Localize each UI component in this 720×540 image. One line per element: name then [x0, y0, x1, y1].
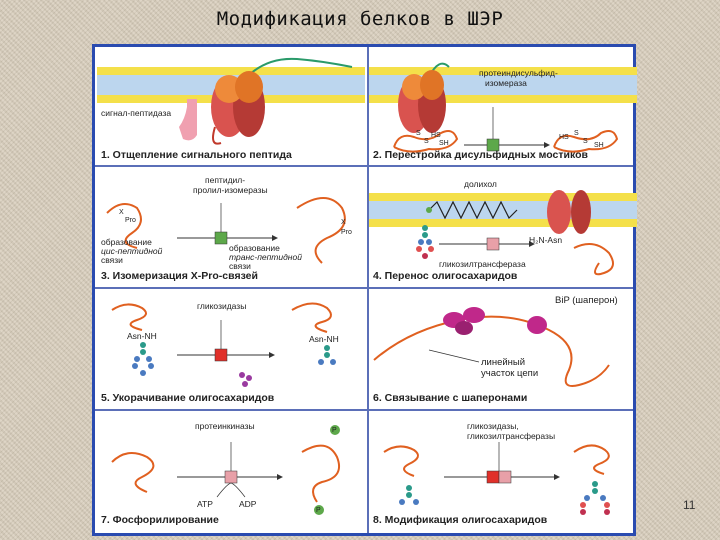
label-sh-1: SH: [439, 140, 449, 147]
divider-vertical: [367, 47, 369, 533]
figure-frame: сигнал-пептидаза 1. Отщепление сигнально…: [92, 44, 637, 536]
divider-row-1: [95, 165, 633, 167]
label-glycosidases: гликозидазы: [197, 301, 247, 311]
label-atp: ATP: [197, 499, 213, 509]
panel-3-illustration: [106, 197, 346, 264]
panel-7-phosphorylation: протеинкиназы ATP ADP P P 7. Фосфорилиро…: [97, 412, 365, 529]
panel-3-isomerization: пептидил- пролил-изомеразы образование ц…: [97, 168, 365, 285]
caption-panel-8: 8. Модификация олигосахаридов: [373, 514, 548, 526]
label-x-2: X: [341, 219, 346, 226]
label-cis-line2: цис-пептидной: [101, 246, 163, 256]
label-dolichol: долихол: [464, 179, 497, 189]
label-s-2: S: [424, 138, 429, 145]
label-ppi-line2: пролил-изомеразы: [193, 185, 268, 195]
label-linear-line2: участок цепи: [481, 368, 539, 379]
panel-4-illustration: [369, 190, 637, 276]
panel-7-illustration: [111, 425, 341, 515]
panel-8-oligosaccharide-modification: гликозидазы, гликозилтрансферазы 8. Моди…: [369, 412, 637, 529]
divider-row-3: [95, 409, 633, 411]
label-glycosyltransferase: гликозилтрансфераза: [439, 259, 526, 269]
page-number: 11: [683, 498, 696, 512]
panel-5-oligosaccharide-trimming: гликозидазы Asn-NH Asn-NH 5. Укорачивани…: [97, 290, 365, 407]
label-trans-line2: транс-пептидной: [229, 252, 302, 262]
label-pdi-line2: изомераза: [485, 78, 527, 88]
panel-1-illustration: [97, 57, 365, 145]
divider-row-2: [95, 287, 633, 289]
label-p-1: P: [332, 427, 337, 434]
label-p-2: P: [316, 507, 321, 514]
panel-1-signal-peptide: сигнал-пептидаза 1. Отщепление сигнально…: [97, 47, 365, 164]
panel-8-illustration: [383, 442, 610, 515]
label-s-1: S: [416, 130, 421, 137]
label-pro-1: Pro: [125, 217, 136, 224]
label-ppi-line1: пептидил-: [205, 175, 246, 185]
panel-2-illustration: [369, 62, 637, 153]
panel-2-disulfide: протеиндисульфид- изомераза S S HS SH S …: [369, 47, 637, 164]
label-cis-line1: образование: [101, 237, 152, 247]
label-asn-nh-2: Asn-NH: [309, 334, 339, 344]
caption-panel-1: 1. Отщепление сигнального пептида: [101, 149, 292, 161]
caption-panel-4: 4. Перенос олигосахаридов: [373, 270, 518, 282]
slide-title: Модификация белков в ШЭР: [216, 8, 504, 30]
label-asn-nh-1: Asn-NH: [127, 331, 157, 341]
caption-panel-3: 3. Изомеризация X-Pro-связей: [101, 270, 258, 282]
label-pro-2: Pro: [341, 229, 352, 236]
label-h2n-asn: H₂N-Asn: [529, 235, 563, 245]
label-trans-line3: связи: [229, 261, 251, 271]
label-linear-line1: линейный: [481, 357, 526, 368]
label-glycosyltransferases-2: гликозилтрансферазы: [467, 431, 556, 441]
panel-6-chaperone-binding: BiP (шаперон) линейный участок цепи 6. С…: [369, 290, 637, 407]
panel-4-oligosaccharide-transfer: долихол H₂N-Asn гликозилтрансфераза 4. П…: [369, 168, 637, 285]
caption-panel-2: 2. Перестройка дисульфидных мостиков: [373, 149, 588, 161]
label-pdi-line1: протеиндисульфид-: [479, 68, 558, 78]
label-glycosidases-2: гликозидазы,: [467, 421, 519, 431]
label-s-4: S: [583, 138, 588, 145]
label-adp: ADP: [239, 499, 257, 509]
label-bip: BiP (шаперон): [555, 295, 618, 306]
label-hs-1: HS: [431, 132, 441, 139]
caption-panel-7: 7. Фосфорилирование: [101, 514, 219, 526]
caption-panel-5: 5. Укорачивание олигосахаридов: [101, 392, 275, 404]
label-trans-line1: образование: [229, 243, 280, 253]
label-sh-2: SH: [594, 142, 604, 149]
label-cis-line3: связи: [101, 255, 123, 265]
label-signal-peptidase: сигнал-пептидаза: [101, 108, 172, 118]
label-hs-2: HS: [559, 134, 569, 141]
panel-5-illustration: [111, 302, 336, 387]
label-s-3: S: [574, 130, 579, 137]
panel-6-illustration: [373, 307, 610, 387]
label-protein-kinases: протеинкиназы: [195, 421, 255, 431]
caption-panel-6: 6. Связывание с шаперонами: [373, 392, 528, 404]
label-x-1: X: [119, 209, 124, 216]
